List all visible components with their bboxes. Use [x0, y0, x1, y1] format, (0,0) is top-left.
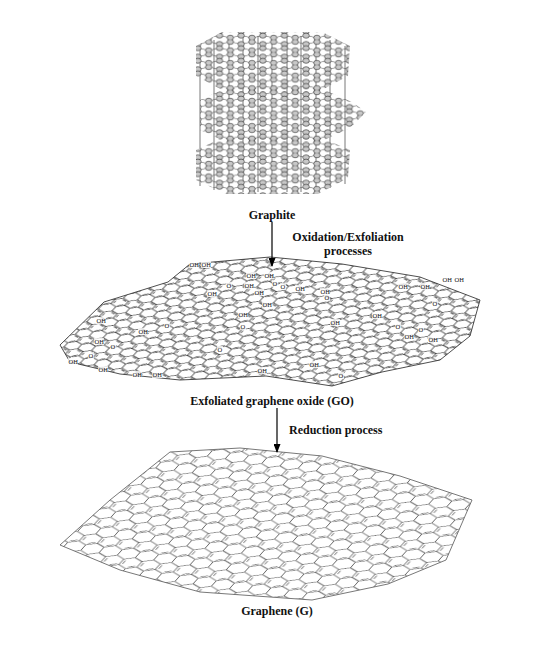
functional-group-label: OH [68, 358, 78, 365]
node-caption: Graphene (G) [241, 604, 313, 618]
functional-group-label: OH [132, 371, 142, 378]
functional-group-label: OH [207, 290, 217, 297]
functional-group-label: OH [96, 317, 106, 324]
functional-group-label: OH [420, 283, 430, 290]
functional-group-label: OH [404, 333, 414, 340]
functional-group-label: O [164, 322, 170, 329]
node-caption: Exfoliated graphene oxide (GO) [190, 394, 354, 408]
functional-group-label: O [418, 326, 424, 333]
functional-group-label: OH [295, 285, 305, 292]
process-arrow [276, 408, 277, 452]
functional-group-label: O [226, 282, 232, 289]
functional-group-label: O [110, 343, 116, 350]
illustration-node: Graphite [182, 25, 362, 222]
graphite-lattice [196, 32, 366, 194]
functional-group-label: O [280, 283, 286, 290]
node-caption: Graphite [249, 208, 296, 222]
functional-group-label: O [395, 323, 401, 330]
functional-group-label: OH [309, 361, 319, 368]
functional-group-label: OH [98, 366, 108, 373]
functional-group-label: OH [244, 282, 254, 289]
functional-group-label: OH [246, 272, 256, 279]
functional-group-label: O [272, 280, 278, 287]
functional-group-label: O [432, 300, 438, 307]
functional-group-label: OH [94, 338, 104, 345]
functional-group-label: OH [264, 272, 274, 279]
functional-group-label: OH [442, 276, 452, 283]
functional-group-label: OH [138, 328, 148, 335]
functional-group-label: OH [201, 261, 211, 268]
functional-group-label: O [338, 372, 344, 379]
illustration-node: Graphene (G) [67, 452, 487, 618]
functional-group-label: OH [257, 367, 267, 374]
functional-group-label: OH [372, 312, 382, 319]
functional-group-label: OH [189, 261, 199, 268]
functional-group-label: OH [254, 289, 264, 296]
functional-group-label: O [217, 346, 223, 353]
functional-group-label: O [88, 352, 94, 359]
functional-group-label: OH [262, 301, 272, 308]
functional-group-label: OH [454, 276, 464, 283]
functional-group-label: OH [428, 336, 438, 343]
graphene-oxide-sheet [60, 257, 480, 386]
illustration-node: Exfoliated graphene oxide (GO) [62, 266, 482, 408]
functional-group-label: O [324, 294, 330, 301]
functional-group-label: OH [152, 371, 162, 378]
functional-group-label: OH [330, 319, 340, 326]
graphene-sheet [60, 448, 472, 600]
functional-group-label: OH [398, 283, 408, 290]
process-label: Oxidation/Exfoliation processes [284, 230, 412, 258]
functional-group-label: O [240, 323, 246, 330]
process-label: Reduction process [289, 423, 382, 437]
process-arrow [271, 222, 272, 266]
functional-group-label: OH [238, 311, 248, 318]
